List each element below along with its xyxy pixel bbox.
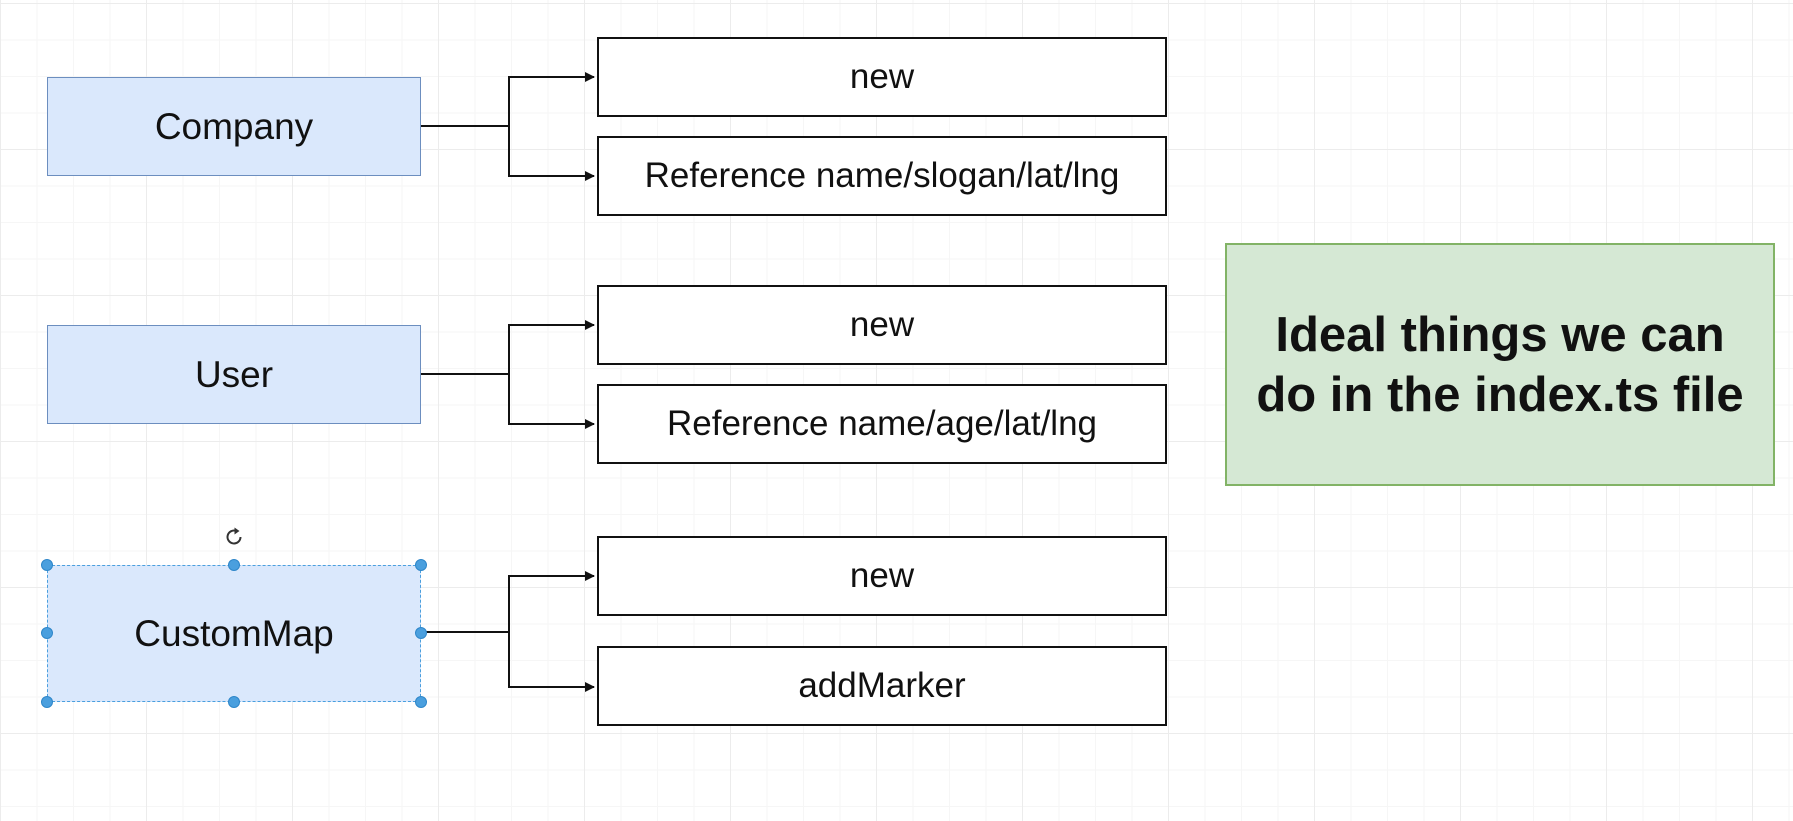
custommap-label: CustomMap: [134, 612, 334, 654]
note-box[interactable]: Ideal things we can do in the index.ts f…: [1225, 243, 1775, 486]
custommap-new-label: new: [849, 556, 915, 595]
resize-handle-middle-right[interactable]: [415, 627, 427, 639]
resize-handle-top-right[interactable]: [415, 559, 427, 571]
resize-handle-top-center[interactable]: [228, 559, 240, 571]
company-class-box[interactable]: Company: [47, 77, 421, 176]
company-reference-method-box[interactable]: Reference name/slogan/lat/lng: [597, 136, 1167, 216]
custommap-addmarker-method-box[interactable]: addMarker: [597, 646, 1167, 726]
resize-handle-top-left[interactable]: [41, 559, 53, 571]
note-line-1: Ideal things we can: [1275, 307, 1725, 362]
custommap-new-method-box[interactable]: new: [597, 536, 1167, 616]
user-class-box[interactable]: User: [47, 325, 421, 424]
connector-user-new[interactable]: [421, 320, 595, 375]
company-label: Company: [154, 105, 314, 147]
user-label: User: [194, 353, 274, 395]
company-reference-label: Reference name/slogan/lat/lng: [644, 156, 1120, 195]
user-reference-method-box[interactable]: Reference name/age/lat/lng: [597, 384, 1167, 464]
user-new-method-box[interactable]: new: [597, 285, 1167, 365]
connector-company-reference[interactable]: [421, 125, 595, 181]
user-reference-label: Reference name/age/lat/lng: [667, 404, 1097, 443]
connector-custommap-new[interactable]: [421, 571, 595, 633]
resize-handle-bottom-center[interactable]: [228, 696, 240, 708]
connector-custommap-addmarker[interactable]: [421, 631, 595, 692]
resize-handle-middle-left[interactable]: [41, 627, 53, 639]
connector-company-new[interactable]: [421, 72, 595, 127]
note-line-2: do in the index.ts file: [1256, 367, 1744, 422]
resize-handle-bottom-left[interactable]: [41, 696, 53, 708]
custommap-addmarker-label: addMarker: [798, 666, 966, 705]
user-new-label: new: [849, 305, 915, 344]
company-new-method-box[interactable]: new: [597, 37, 1167, 117]
connector-user-reference[interactable]: [421, 373, 595, 429]
rotate-handle-icon[interactable]: [222, 525, 246, 549]
company-new-label: new: [849, 57, 915, 96]
custommap-class-box[interactable]: CustomMap: [47, 565, 421, 702]
resize-handle-bottom-right[interactable]: [415, 696, 427, 708]
